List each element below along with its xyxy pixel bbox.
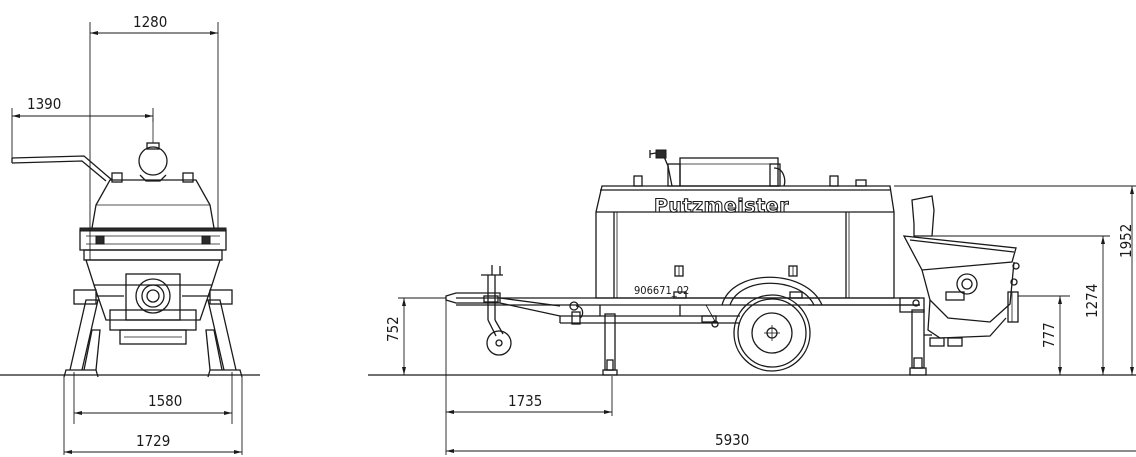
front-upper-body <box>79 172 227 251</box>
front-right-foot <box>207 369 243 378</box>
brand-label: Putzmeister <box>654 195 789 217</box>
side-rear-support <box>899 297 927 376</box>
dim-label-1580: 1580 <box>148 392 182 410</box>
front-legs <box>69 289 237 371</box>
side-view: Putzmeister 906671_02 <box>368 149 1136 455</box>
dim-label-1274: 1274 <box>1083 284 1101 318</box>
dim-label-1952: 1952 <box>1117 224 1135 258</box>
front-lower-body <box>83 249 223 345</box>
front-tank <box>138 142 168 182</box>
dim-label-752: 752 <box>384 316 402 342</box>
side-front-support <box>602 313 618 376</box>
dim-label-5930: 5930 <box>715 431 749 449</box>
dim-label-1735: 1735 <box>508 392 542 410</box>
side-extension-lines <box>398 185 1136 455</box>
serial-label: 906671_02 <box>634 284 689 297</box>
side-hopper <box>902 195 1020 347</box>
front-swing-arm <box>11 155 113 182</box>
side-chassis <box>456 297 920 328</box>
front-left-foot <box>63 369 99 378</box>
dim-label-777: 777 <box>1040 322 1058 348</box>
front-extension-lines <box>11 22 243 455</box>
dim-label-1390: 1390 <box>27 95 61 113</box>
front-outlet <box>125 273 181 321</box>
side-main-wheel <box>721 276 823 372</box>
side-main-body <box>595 175 895 299</box>
dim-label-1729: 1729 <box>136 432 170 450</box>
side-jockey-wheel <box>481 265 512 356</box>
side-engine-top <box>649 149 786 187</box>
dim-label-1280: 1280 <box>133 13 167 31</box>
front-view: 1280 1390 1580 1729 <box>0 13 260 455</box>
